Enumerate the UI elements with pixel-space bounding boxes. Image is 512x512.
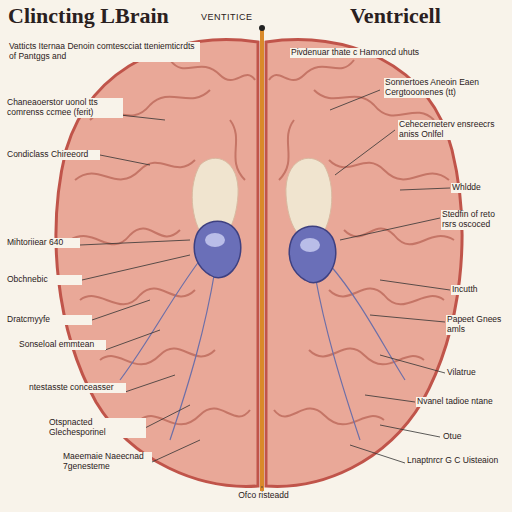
highlight (300, 238, 320, 252)
part-label: Otue (442, 432, 494, 442)
right-hemisphere (266, 40, 462, 487)
part-label: VENTITICE (200, 12, 292, 22)
part-label: Vatticts Iternaa Denoin comtescciat tten… (8, 42, 200, 62)
highlight (205, 233, 225, 247)
part-label: Otspnacted Glechesporinel (48, 418, 146, 438)
part-label: Obchnebic (6, 275, 82, 285)
part-label: Sonnertoes Aneoin Eaen Cergtooonenes (tt… (384, 78, 508, 98)
part-label: Vilatrue (446, 368, 508, 378)
part-label: Whldde (451, 183, 508, 193)
part-label: Pivdenuar thate c Hamoncd uhuts (290, 48, 507, 58)
right-ventricle-horn (289, 226, 336, 282)
part-label: Mihtoriiear 640 (6, 238, 80, 248)
midline-fissure (260, 28, 264, 492)
part-label: Incutth (451, 285, 508, 295)
part-label: Stedfin of reto rsrs oscoced (441, 210, 508, 230)
heading-text: Ventricell (350, 4, 505, 28)
part-label: Maeemaie Naeecnad 7genesteme (62, 452, 152, 472)
part-label: Cehecerneterv ensreecrs aniss Onlfel (398, 120, 508, 140)
part-label: ntestasste conceasser (28, 383, 126, 393)
part-label: Papeet Gnees amls (446, 315, 508, 335)
part-label: Dratcmyyfe (6, 315, 92, 325)
part-label: Nvanel tadioe ntane (416, 397, 508, 407)
part-label: Lnaptnrcr G C Uisteaion (406, 456, 508, 466)
part-label: Sonseloal emmtean (18, 340, 106, 350)
pin (259, 25, 265, 31)
part-label: Condiclass Chireeord (6, 150, 100, 160)
part-label: Ofco risteadd (215, 491, 312, 501)
left-ventricle-horn (194, 221, 241, 277)
diagram-title: Clincting LBrain (8, 4, 169, 28)
part-label: Chaneaoerstor uonol tts comrenss ccmee (… (6, 98, 123, 118)
